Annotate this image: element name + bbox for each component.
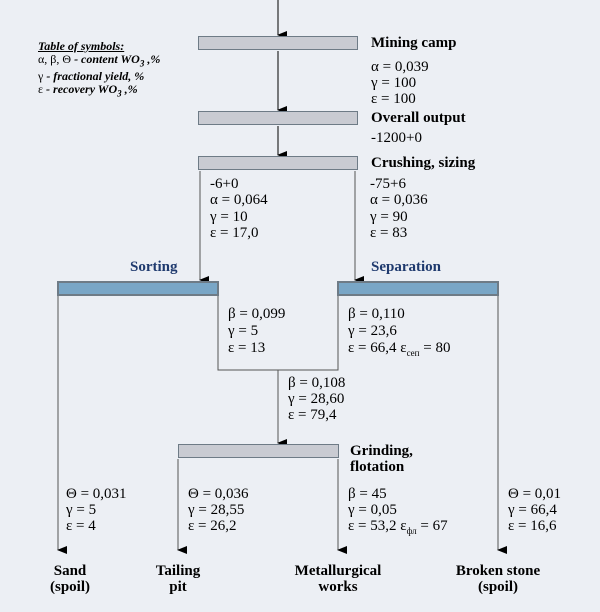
- separation-gamma: γ = 23,6: [348, 323, 397, 339]
- broken-epsilon: ε = 16,6: [508, 518, 557, 534]
- sand-epsilon: ε = 4: [66, 518, 96, 534]
- crushing-coarse-gamma: γ = 90: [370, 209, 408, 225]
- tailing-epsilon: ε = 26,2: [188, 518, 237, 534]
- symbol-legend: Table of symbols: α, β, Θ - content WO3 …: [38, 40, 160, 101]
- legend-title: Table of symbols:: [38, 39, 125, 53]
- crushing-coarse-size: -75+6: [370, 176, 406, 192]
- legend-line: α, β, Θ - content WO3 ,%: [38, 52, 161, 69]
- tailing-theta: Θ = 0,036: [188, 486, 249, 502]
- overall-output-title: Overall output: [371, 110, 466, 126]
- crushing-fine-alpha: α = 0,064: [210, 192, 268, 208]
- overall-output-size: -1200+0: [371, 130, 422, 146]
- tailing-gamma: γ = 28,55: [188, 502, 245, 518]
- crushing-bar: [198, 156, 358, 170]
- combined-beta: β = 0,108: [288, 375, 346, 391]
- sorting-bar: [57, 281, 219, 296]
- mining-gamma: γ = 100: [371, 75, 417, 91]
- grinding-beta: β = 45: [348, 486, 387, 502]
- sorting-beta: β = 0,099: [228, 306, 286, 322]
- crushing-fine-gamma: γ = 10: [210, 209, 248, 225]
- mining-camp-title: Mining camp: [371, 35, 457, 51]
- combined-epsilon: ε = 79,4: [288, 407, 337, 423]
- grinding-title: Grinding,: [350, 443, 413, 459]
- grinding-epsilon: ε = 53,2 εфл = 67: [348, 518, 448, 536]
- separation-beta: β = 0,110: [348, 306, 405, 322]
- grinding-bar: [178, 444, 339, 458]
- product-broken-stone: Broken stone(spoil): [455, 563, 541, 595]
- grinding-gamma: γ = 0,05: [348, 502, 397, 518]
- crushing-fine-size: -6+0: [210, 176, 239, 192]
- overall-output-bar: [198, 111, 358, 125]
- legend-line: γ - fractional yield, %: [38, 69, 145, 84]
- sorting-epsilon: ε = 13: [228, 340, 266, 356]
- crushing-coarse-epsilon: ε = 83: [370, 225, 408, 241]
- separation-epsilon: ε = 66,4 εсеп = 80: [348, 340, 451, 358]
- mining-alpha: α = 0,039: [371, 59, 429, 75]
- product-sand: Sand(spoil): [49, 563, 90, 595]
- sand-gamma: γ = 5: [66, 502, 97, 518]
- broken-gamma: γ = 66,4: [508, 502, 557, 518]
- separation-title: Separation: [371, 259, 442, 275]
- sorting-title: Sorting: [130, 259, 178, 275]
- separation-bar: [337, 281, 499, 296]
- mining-epsilon: ε = 100: [371, 91, 416, 107]
- flotation-title: flotation: [350, 459, 405, 475]
- combined-gamma: γ = 28,60: [288, 391, 345, 407]
- mining-camp-bar: [198, 36, 358, 50]
- sorting-gamma: γ = 5: [228, 323, 259, 339]
- legend-line: ε - recovery WO3 ,%: [38, 82, 138, 99]
- broken-theta: Θ = 0,01: [508, 486, 562, 502]
- crushing-coarse-alpha: α = 0,036: [370, 192, 428, 208]
- crushing-title: Crushing, sizing: [371, 155, 476, 171]
- sand-theta: Θ = 0,031: [66, 486, 127, 502]
- crushing-fine-epsilon: ε = 17,0: [210, 225, 259, 241]
